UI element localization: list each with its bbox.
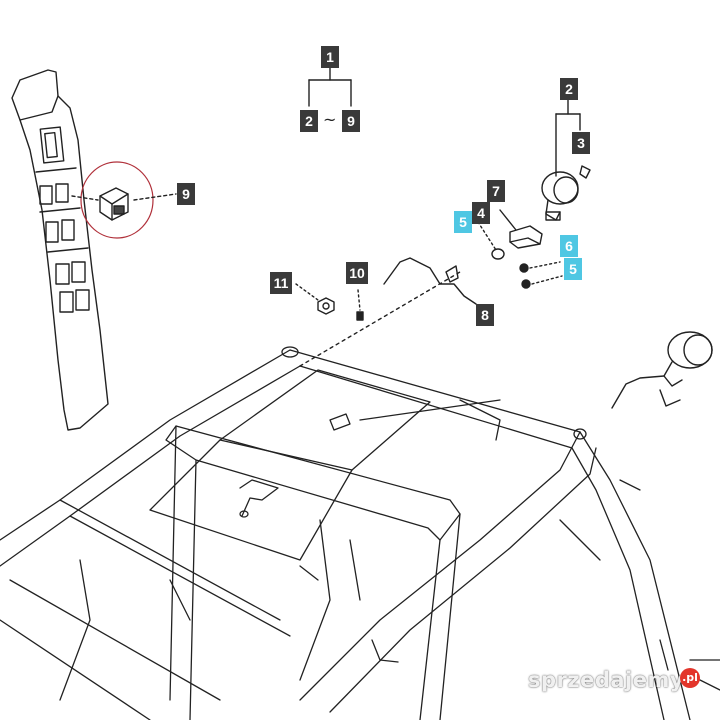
nut-11 [317, 297, 335, 315]
callout-5-right: 5 [564, 258, 582, 280]
callout-9-range: 9 [342, 110, 360, 132]
callout-1: 1 [321, 46, 339, 68]
callout-5-left: 5 [454, 211, 472, 233]
callout-2-range: 2 [300, 110, 318, 132]
range-bracket [308, 67, 352, 107]
callout-4: 4 [472, 202, 490, 224]
lamp-clip-3 [579, 165, 591, 179]
callout-6: 6 [560, 235, 578, 257]
watermark-suffix: .pl [680, 668, 700, 688]
callout-2: 2 [560, 78, 578, 100]
callout-7: 7 [487, 180, 505, 202]
mounting-bracket-7 [499, 209, 543, 249]
dashboard-panel [11, 69, 109, 431]
screw-10 [356, 311, 364, 321]
work-lamp [541, 171, 579, 221]
callout-10: 10 [346, 262, 368, 284]
wire-harness-8 [383, 257, 477, 305]
roll-cage-frame [0, 346, 720, 720]
install-axis [299, 271, 461, 367]
bolt-5 [521, 279, 531, 289]
callout-3: 3 [572, 132, 590, 154]
washer-4 [491, 248, 505, 260]
range-tilde: ~ [323, 110, 337, 129]
callout-11: 11 [270, 272, 292, 294]
nut-6 [519, 263, 529, 273]
leader-line-9 [133, 193, 177, 201]
leader-line-panel [71, 195, 99, 201]
switch-zoom-detail [80, 161, 154, 239]
callout-9: 9 [177, 183, 195, 205]
callout-8: 8 [476, 304, 494, 326]
lamp-bracket [555, 99, 581, 177]
side-lamp [611, 331, 713, 409]
watermark-text: sprzedajemy [528, 668, 685, 692]
